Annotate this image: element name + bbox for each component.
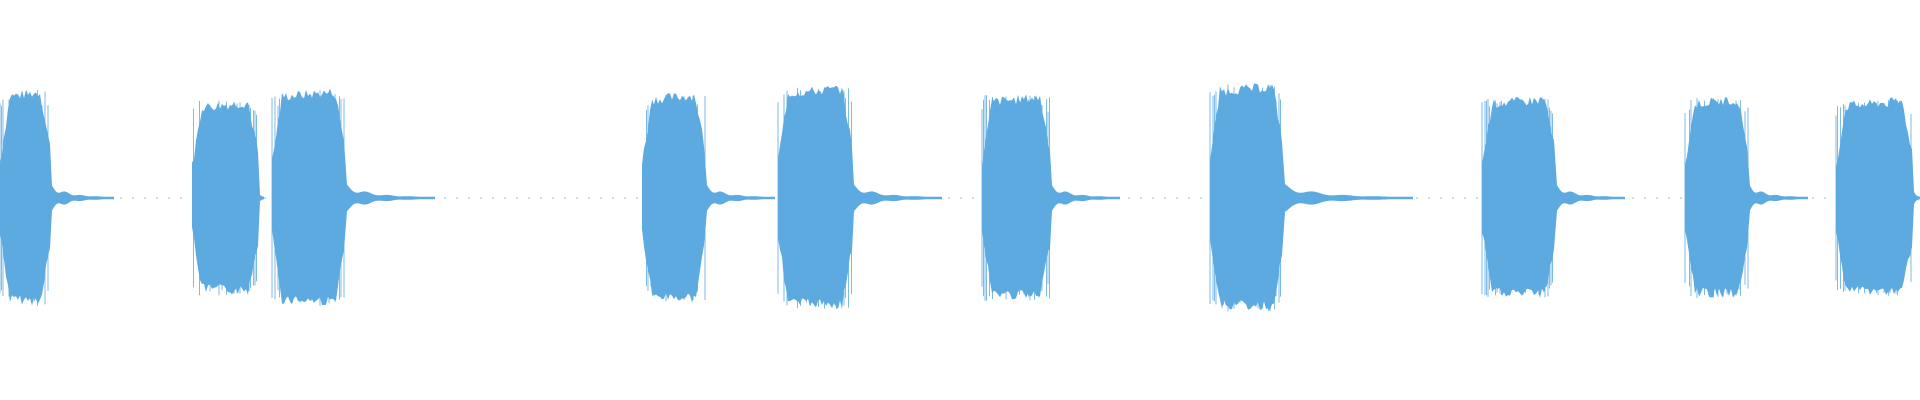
- waveform-segment: [981, 94, 1120, 301]
- waveform-segment-shape: [0, 89, 114, 306]
- waveform-segment: [271, 88, 435, 306]
- waveform-segments: [0, 83, 1920, 312]
- waveform-segment-shape: [272, 88, 435, 306]
- waveform-segment: [0, 89, 114, 306]
- waveform-segment: [1481, 97, 1625, 298]
- waveform-segment-shape: [1210, 83, 1413, 311]
- waveform-segment-shape: [1685, 97, 1808, 298]
- waveform-segment: [642, 93, 775, 303]
- waveform-segment-shape: [982, 94, 1120, 300]
- waveform-segment: [777, 85, 942, 310]
- waveform-segment: [1835, 97, 1920, 296]
- waveform-segment-shape: [642, 93, 775, 303]
- waveform-segment: [1209, 83, 1413, 312]
- waveform-segment-shape: [778, 85, 942, 310]
- waveform-segment: [192, 100, 264, 296]
- waveform-segment-shape: [1482, 97, 1625, 298]
- waveform-segment: [1684, 97, 1808, 298]
